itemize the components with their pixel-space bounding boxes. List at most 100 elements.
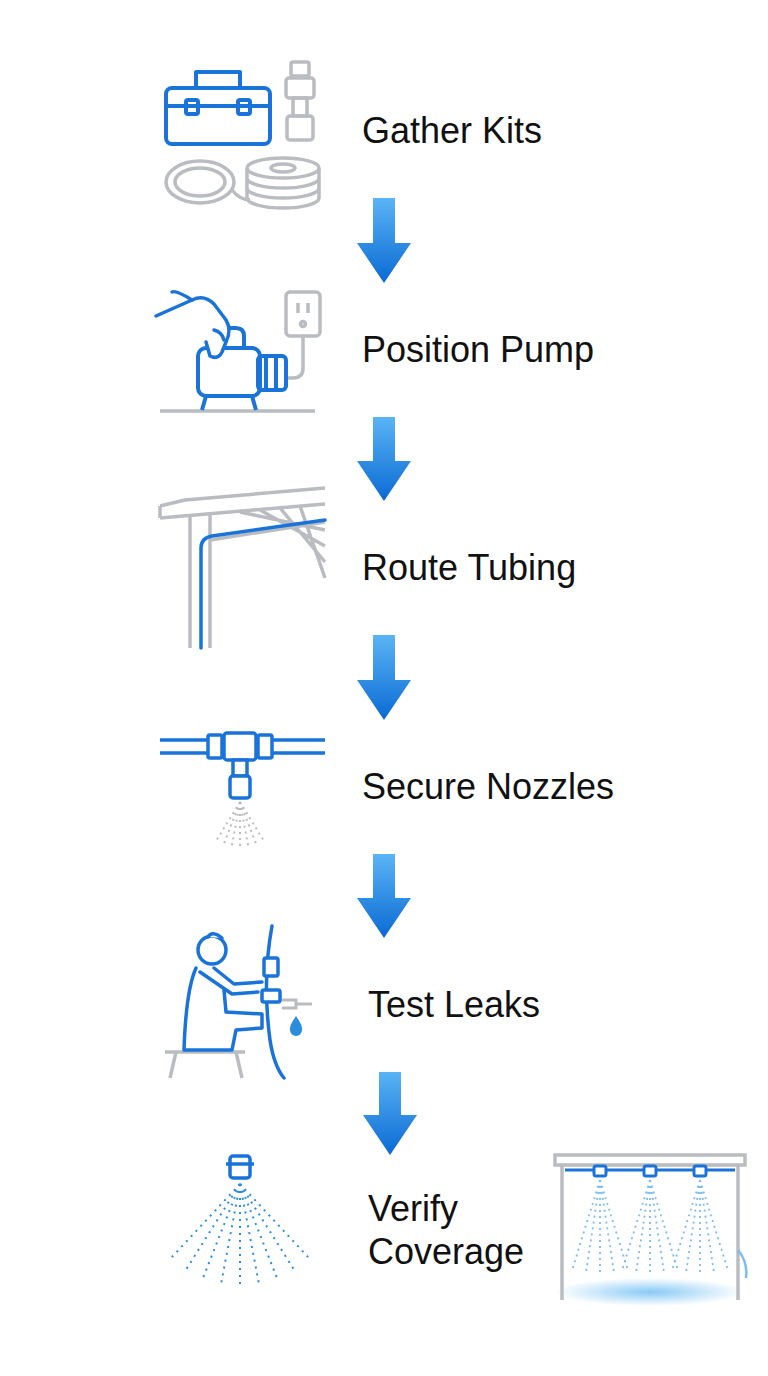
pipe-tee-icon-part bbox=[208, 735, 222, 758]
person-icon-part bbox=[208, 934, 222, 938]
floor-line-part bbox=[160, 409, 315, 413]
blue-tubing-part bbox=[201, 520, 325, 648]
pergola-spray-part bbox=[650, 1180, 664, 1274]
hose-coil-icon-part bbox=[166, 161, 234, 203]
valve-icon-part bbox=[282, 1000, 296, 1008]
coverage-glow bbox=[555, 1278, 745, 1306]
hand-icon-part bbox=[156, 298, 229, 358]
step-label: Test Leaks bbox=[368, 983, 540, 1026]
person-icon bbox=[184, 934, 262, 1050]
fitting-icon-part bbox=[287, 116, 313, 140]
tubing-roll-icon-part bbox=[247, 188, 319, 198]
pergola-spray-part bbox=[599, 1180, 601, 1275]
flow-arrow bbox=[357, 417, 411, 501]
flow-arrow bbox=[357, 198, 411, 283]
spray-mist-part bbox=[224, 802, 240, 845]
pergola-spray-part bbox=[586, 1180, 600, 1274]
wall-outlet-icon-part bbox=[286, 292, 320, 336]
hose-coil-icon bbox=[166, 161, 250, 203]
step-label: Secure Nozzles bbox=[362, 765, 614, 808]
stool-icon bbox=[165, 1052, 245, 1078]
mist-line-icon-part bbox=[594, 1166, 606, 1176]
pergola-spray-part bbox=[600, 1180, 614, 1274]
hand-icon-part bbox=[172, 292, 192, 300]
pergola-spray-part bbox=[686, 1180, 700, 1274]
flow-arrow bbox=[357, 635, 411, 720]
pipe-tee-icon-part bbox=[233, 760, 247, 776]
fitting-icon bbox=[286, 62, 314, 140]
pipe-tee-icon-part bbox=[258, 735, 272, 758]
pergola-frame-icon-part bbox=[210, 522, 325, 540]
pergola-frame-icon-part bbox=[160, 488, 325, 506]
test-pipe-icon bbox=[262, 926, 284, 1078]
person-icon-part bbox=[214, 968, 262, 984]
valve-icon bbox=[282, 1000, 312, 1008]
flow-arrow bbox=[357, 854, 411, 938]
tubing-roll-icon-part bbox=[247, 158, 319, 178]
wall-outlet-icon bbox=[286, 292, 320, 378]
pergola-spray bbox=[572, 1180, 728, 1275]
toolbox-icon bbox=[166, 72, 270, 144]
coverage-spray-part bbox=[240, 1184, 259, 1282]
hand-icon bbox=[156, 292, 229, 358]
step-label: Route Tubing bbox=[362, 546, 576, 589]
pump-icon-part bbox=[266, 356, 276, 390]
mist-line-icon-part bbox=[644, 1166, 656, 1176]
hose-coil-icon-part bbox=[175, 168, 225, 196]
pergola-spray-part bbox=[672, 1180, 700, 1271]
pergola-spray-part bbox=[700, 1180, 728, 1271]
pergola-spray-part bbox=[600, 1180, 628, 1271]
pergola-spray-part bbox=[622, 1180, 650, 1271]
step-node: Secure Nozzles bbox=[362, 720, 614, 854]
fitting-icon-part bbox=[286, 78, 314, 98]
fitting-icon-part bbox=[291, 62, 309, 76]
pergola-spray-part bbox=[649, 1180, 651, 1275]
test-pipe-icon-part bbox=[264, 958, 278, 976]
step-node: Route Tubing bbox=[362, 501, 576, 635]
pergola-spray-part bbox=[572, 1180, 600, 1271]
wall-outlet-icon-part bbox=[301, 322, 306, 327]
pump-icon-part bbox=[202, 396, 256, 410]
step-label: Verify Coverage bbox=[368, 1187, 553, 1273]
coverage-spray-part bbox=[240, 1184, 293, 1269]
step-label: Position Pump bbox=[362, 328, 594, 371]
floor-line bbox=[160, 409, 315, 413]
stool-icon-part bbox=[165, 1052, 245, 1078]
pergola-table-icon-part bbox=[555, 1155, 745, 1165]
water-drop bbox=[290, 1016, 302, 1036]
pipe-tee-icon-part bbox=[224, 733, 256, 760]
coverage-spray-part bbox=[240, 1184, 277, 1277]
supply-hose-part bbox=[738, 1250, 746, 1278]
tubing-roll-icon-part bbox=[271, 164, 295, 172]
hand-icon-part bbox=[214, 330, 224, 340]
blue-tubing bbox=[201, 520, 325, 648]
supply-hose bbox=[738, 1250, 746, 1278]
nozzle-icon-part bbox=[226, 1162, 254, 1166]
mist-line-icon-part bbox=[694, 1166, 706, 1176]
coverage-spray-part bbox=[172, 1184, 240, 1257]
toolbox-icon-part bbox=[166, 88, 270, 144]
coverage-spray-part bbox=[221, 1184, 240, 1282]
nozzle-icon-part bbox=[230, 1156, 250, 1178]
pipe-tee-icon-part bbox=[230, 776, 250, 798]
pergola-spray-part bbox=[700, 1180, 714, 1274]
pump-icon-part bbox=[198, 348, 260, 396]
person-icon-part bbox=[184, 968, 262, 1050]
valve-icon-part bbox=[296, 1003, 312, 1006]
tubing-roll-icon bbox=[247, 158, 319, 208]
toolbox-icon-part bbox=[238, 100, 250, 114]
pergola-table-icon bbox=[555, 1155, 745, 1300]
step-node: Gather Kits bbox=[362, 64, 542, 198]
toolbox-icon-part bbox=[196, 72, 240, 88]
coverage-spray-part bbox=[203, 1184, 240, 1277]
spray-mist-part bbox=[232, 802, 240, 847]
spray-mist-part bbox=[240, 802, 264, 841]
pergola-spray-part bbox=[699, 1180, 701, 1275]
pergola-spray-part bbox=[636, 1180, 650, 1274]
pergola-frame-icon bbox=[160, 488, 325, 648]
mist-line-icon bbox=[565, 1166, 735, 1176]
pergola-table-icon-part bbox=[562, 1165, 738, 1300]
step-node: Verify Coverage bbox=[368, 1155, 553, 1305]
step-node: Position Pump bbox=[362, 283, 594, 417]
test-pipe-icon-part bbox=[262, 990, 280, 1002]
